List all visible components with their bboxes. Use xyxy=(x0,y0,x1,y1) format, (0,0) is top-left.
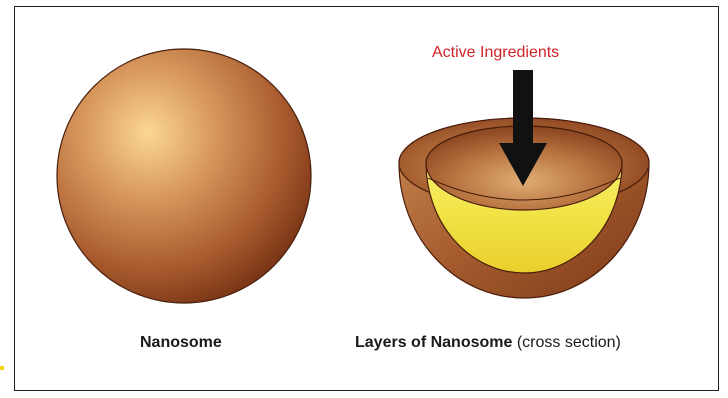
active-ingredients-label: Active Ingredients xyxy=(432,43,559,63)
layers-caption: Layers of Nanosome (cross section) xyxy=(355,333,621,353)
layers-caption-suffix: (cross section) xyxy=(517,334,621,351)
nanosome-caption: Nanosome xyxy=(140,333,222,353)
nanosome-sphere xyxy=(57,49,311,303)
layers-caption-bold: Layers of Nanosome xyxy=(355,334,512,351)
edge-mark xyxy=(0,366,4,370)
